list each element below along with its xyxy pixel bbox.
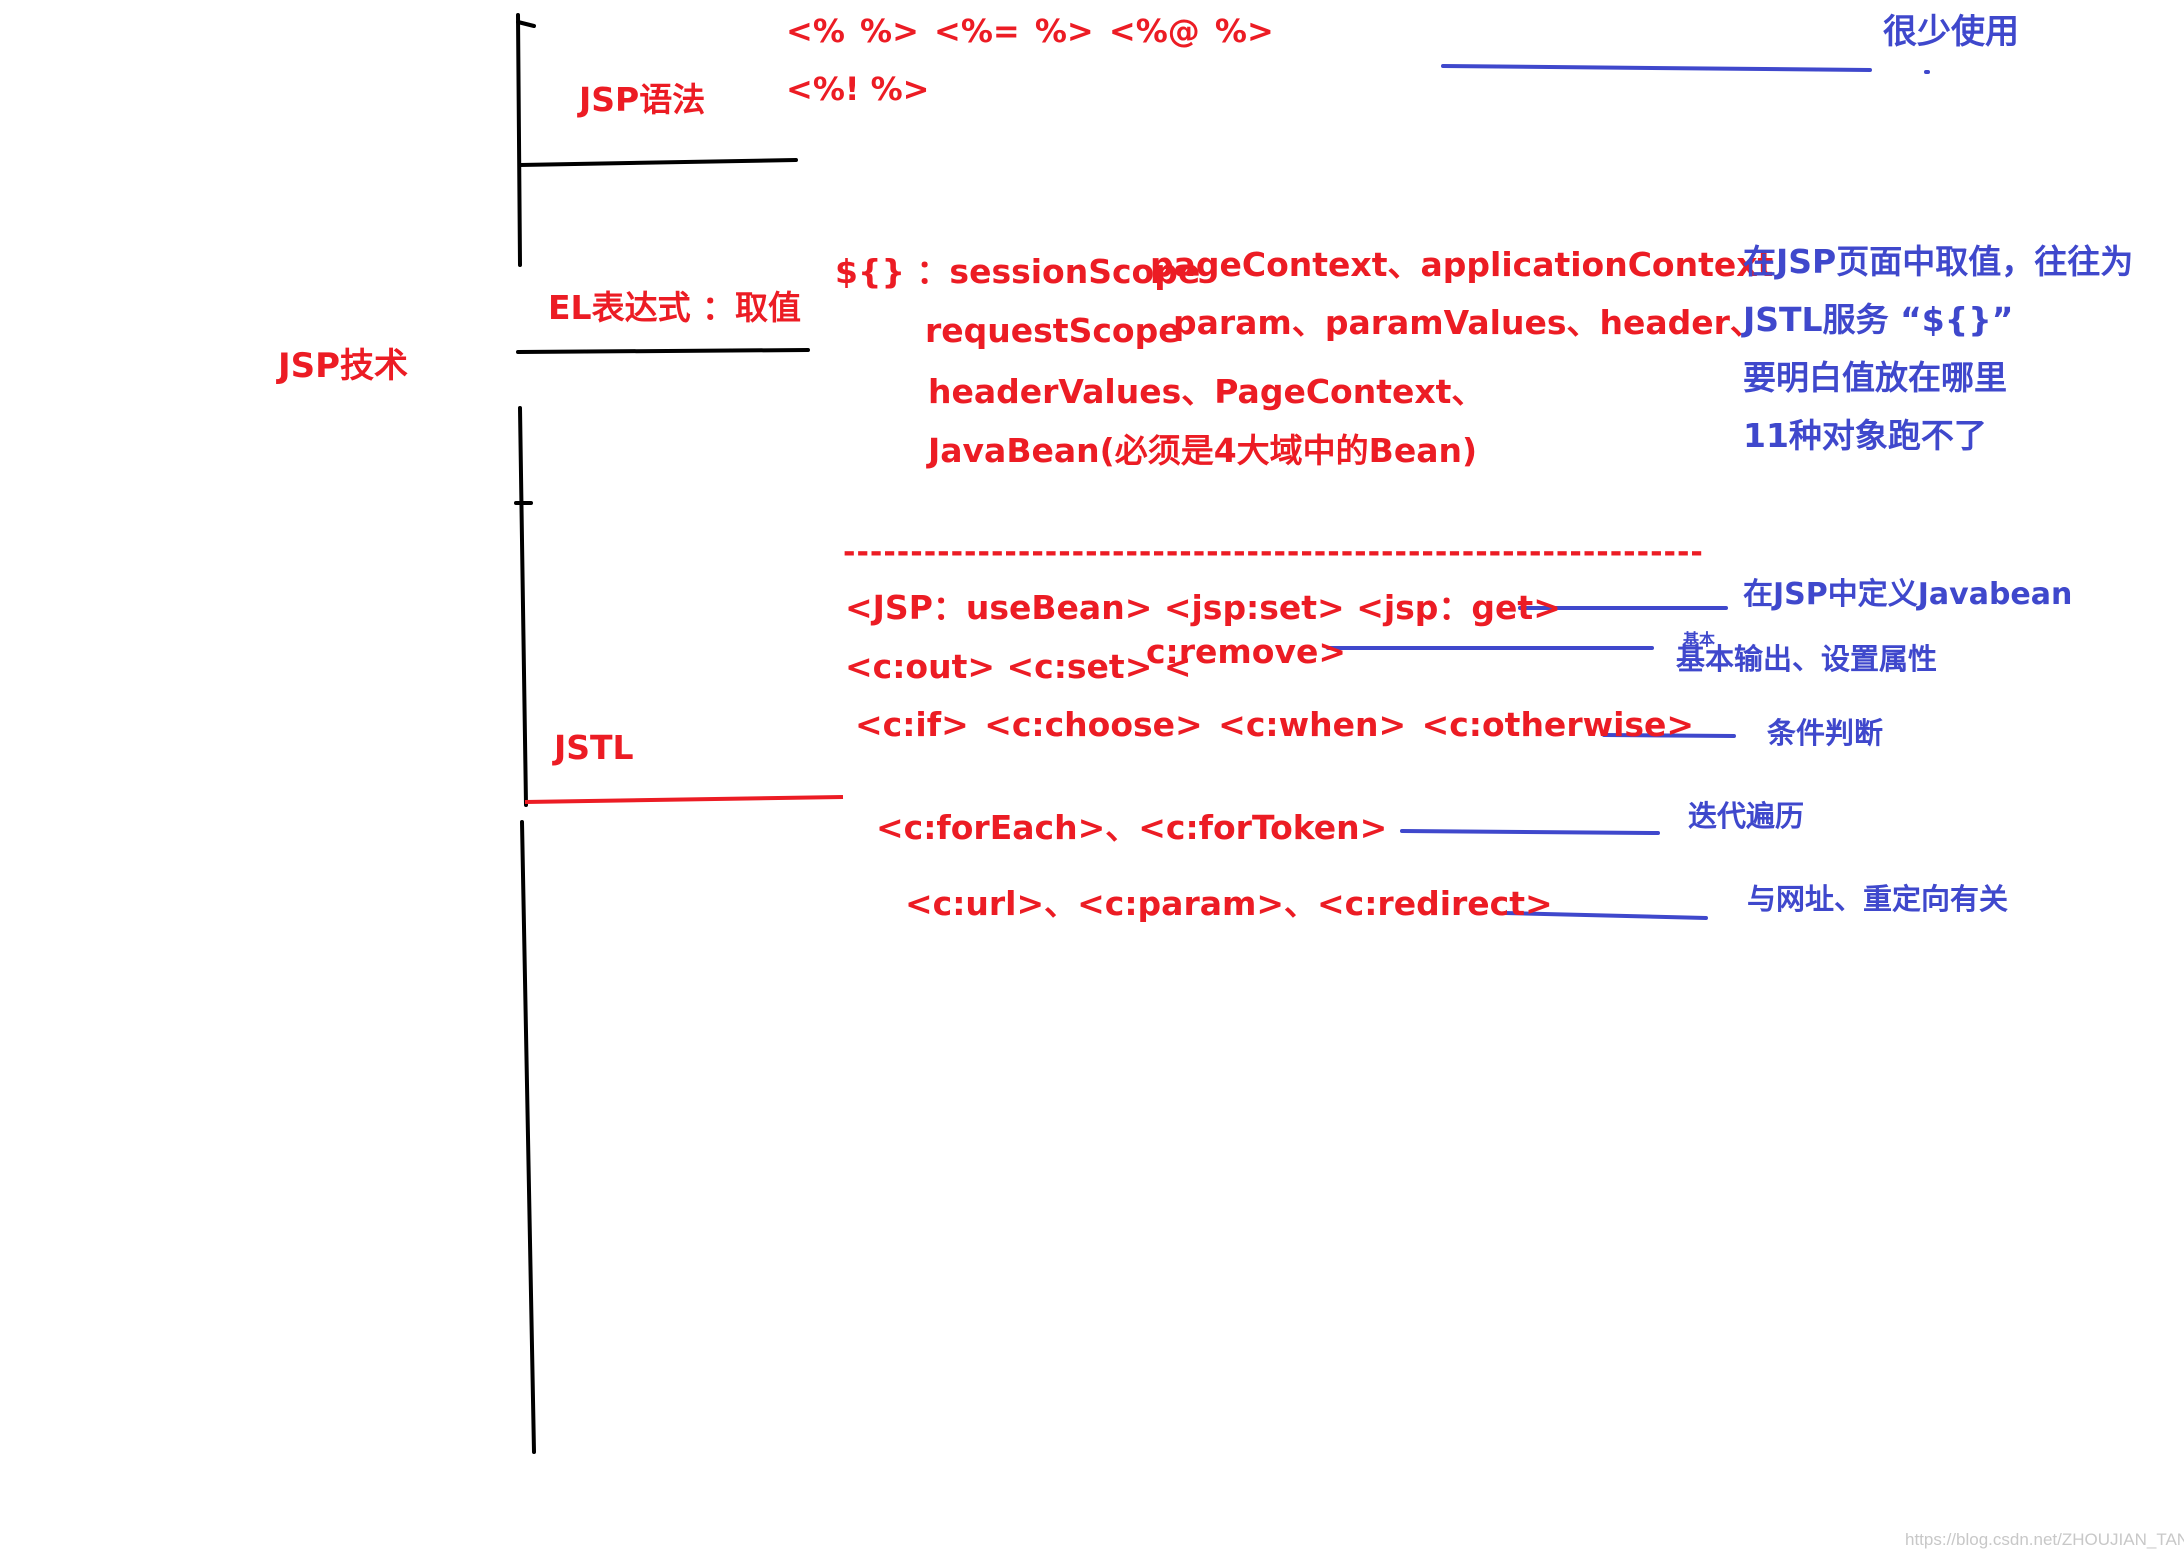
branch-syntax-label: JSP语法 xyxy=(579,80,706,119)
iter-note-line xyxy=(1400,829,1660,835)
trunk-middle xyxy=(518,406,528,807)
jstl-condition-note: 条件判断 xyxy=(1767,716,1884,750)
cond-note-line xyxy=(1602,733,1736,738)
branch-jstl-line xyxy=(524,795,844,804)
el-note-line-4: 11种对象跑不了 xyxy=(1743,416,1987,455)
el-objects-line-4: JavaBean(必须是4大域中的Bean) xyxy=(928,431,1478,470)
jstl-out-note-small: 基本 xyxy=(1683,630,1716,649)
watermark: https://blog.csdn.net/ZHOUJIAN_TANK xyxy=(1905,1530,2184,1549)
trunk-top-tick xyxy=(516,20,536,28)
jstl-out-note: 基本输出、设置属性 xyxy=(1676,642,1938,676)
el-scope-request: requestScope xyxy=(925,311,1181,350)
branch-el-label: EL表达式 ：取值 xyxy=(548,288,802,327)
jstl-condition-tags: <c:if> <c:choose> <c:when> <c:otherwise> xyxy=(855,705,1695,744)
jstl-iteration-note: 迭代遍历 xyxy=(1688,799,1805,833)
syntax-note-line xyxy=(1441,64,1872,72)
trunk-bottom xyxy=(520,820,536,1454)
el-note-line-2: JSTL服务 “${}” xyxy=(1743,300,2014,339)
syntax-tags-line-1: <% %> <%= %> <%@ %> xyxy=(786,12,1274,50)
branch-syntax-line xyxy=(518,158,798,167)
branch-jstl-label: JSTL xyxy=(554,728,634,767)
jstl-remove-tag: c:remove> xyxy=(1146,632,1347,671)
jstl-usebean-tags: <JSP：useBean> <jsp:set> <jsp：get> xyxy=(845,588,1561,627)
syntax-tags-line-2: <%! %> xyxy=(786,70,930,108)
jstl-usebean-note: 在JSP中定义Javabean xyxy=(1743,577,2073,612)
jstl-url-note: 与网址、重定向有关 xyxy=(1747,882,2009,916)
jstl-out-set-tags: <c:out> <c:set> < xyxy=(845,647,1192,686)
separator-dashes: ----------------------------------------… xyxy=(843,538,1704,568)
el-note-line-3: 要明白值放在哪里 xyxy=(1743,358,2007,397)
root-label: JSP技术 xyxy=(278,346,409,386)
branch-el-line xyxy=(516,348,810,354)
el-objects-line-1: pageContext、applicationContext xyxy=(1150,245,1774,284)
url-note-line xyxy=(1503,911,1708,920)
el-note-line-1: 在JSP页面中取值，往往为 xyxy=(1743,242,2134,281)
jstl-iteration-tags: <c:forEach>、<c:forToken> xyxy=(876,808,1388,847)
trunk-top xyxy=(516,13,522,267)
syntax-note: 很少使用 xyxy=(1883,12,2019,52)
el-objects-line-2: param、paramValues、header、 xyxy=(1173,303,1763,342)
jstl-url-tags: <c:url>、<c:param>、<c:redirect> xyxy=(905,884,1553,923)
el-objects-line-3: headerValues、PageContext、 xyxy=(928,372,1485,411)
el-scope-session: ${} ：sessionScope xyxy=(835,252,1201,291)
